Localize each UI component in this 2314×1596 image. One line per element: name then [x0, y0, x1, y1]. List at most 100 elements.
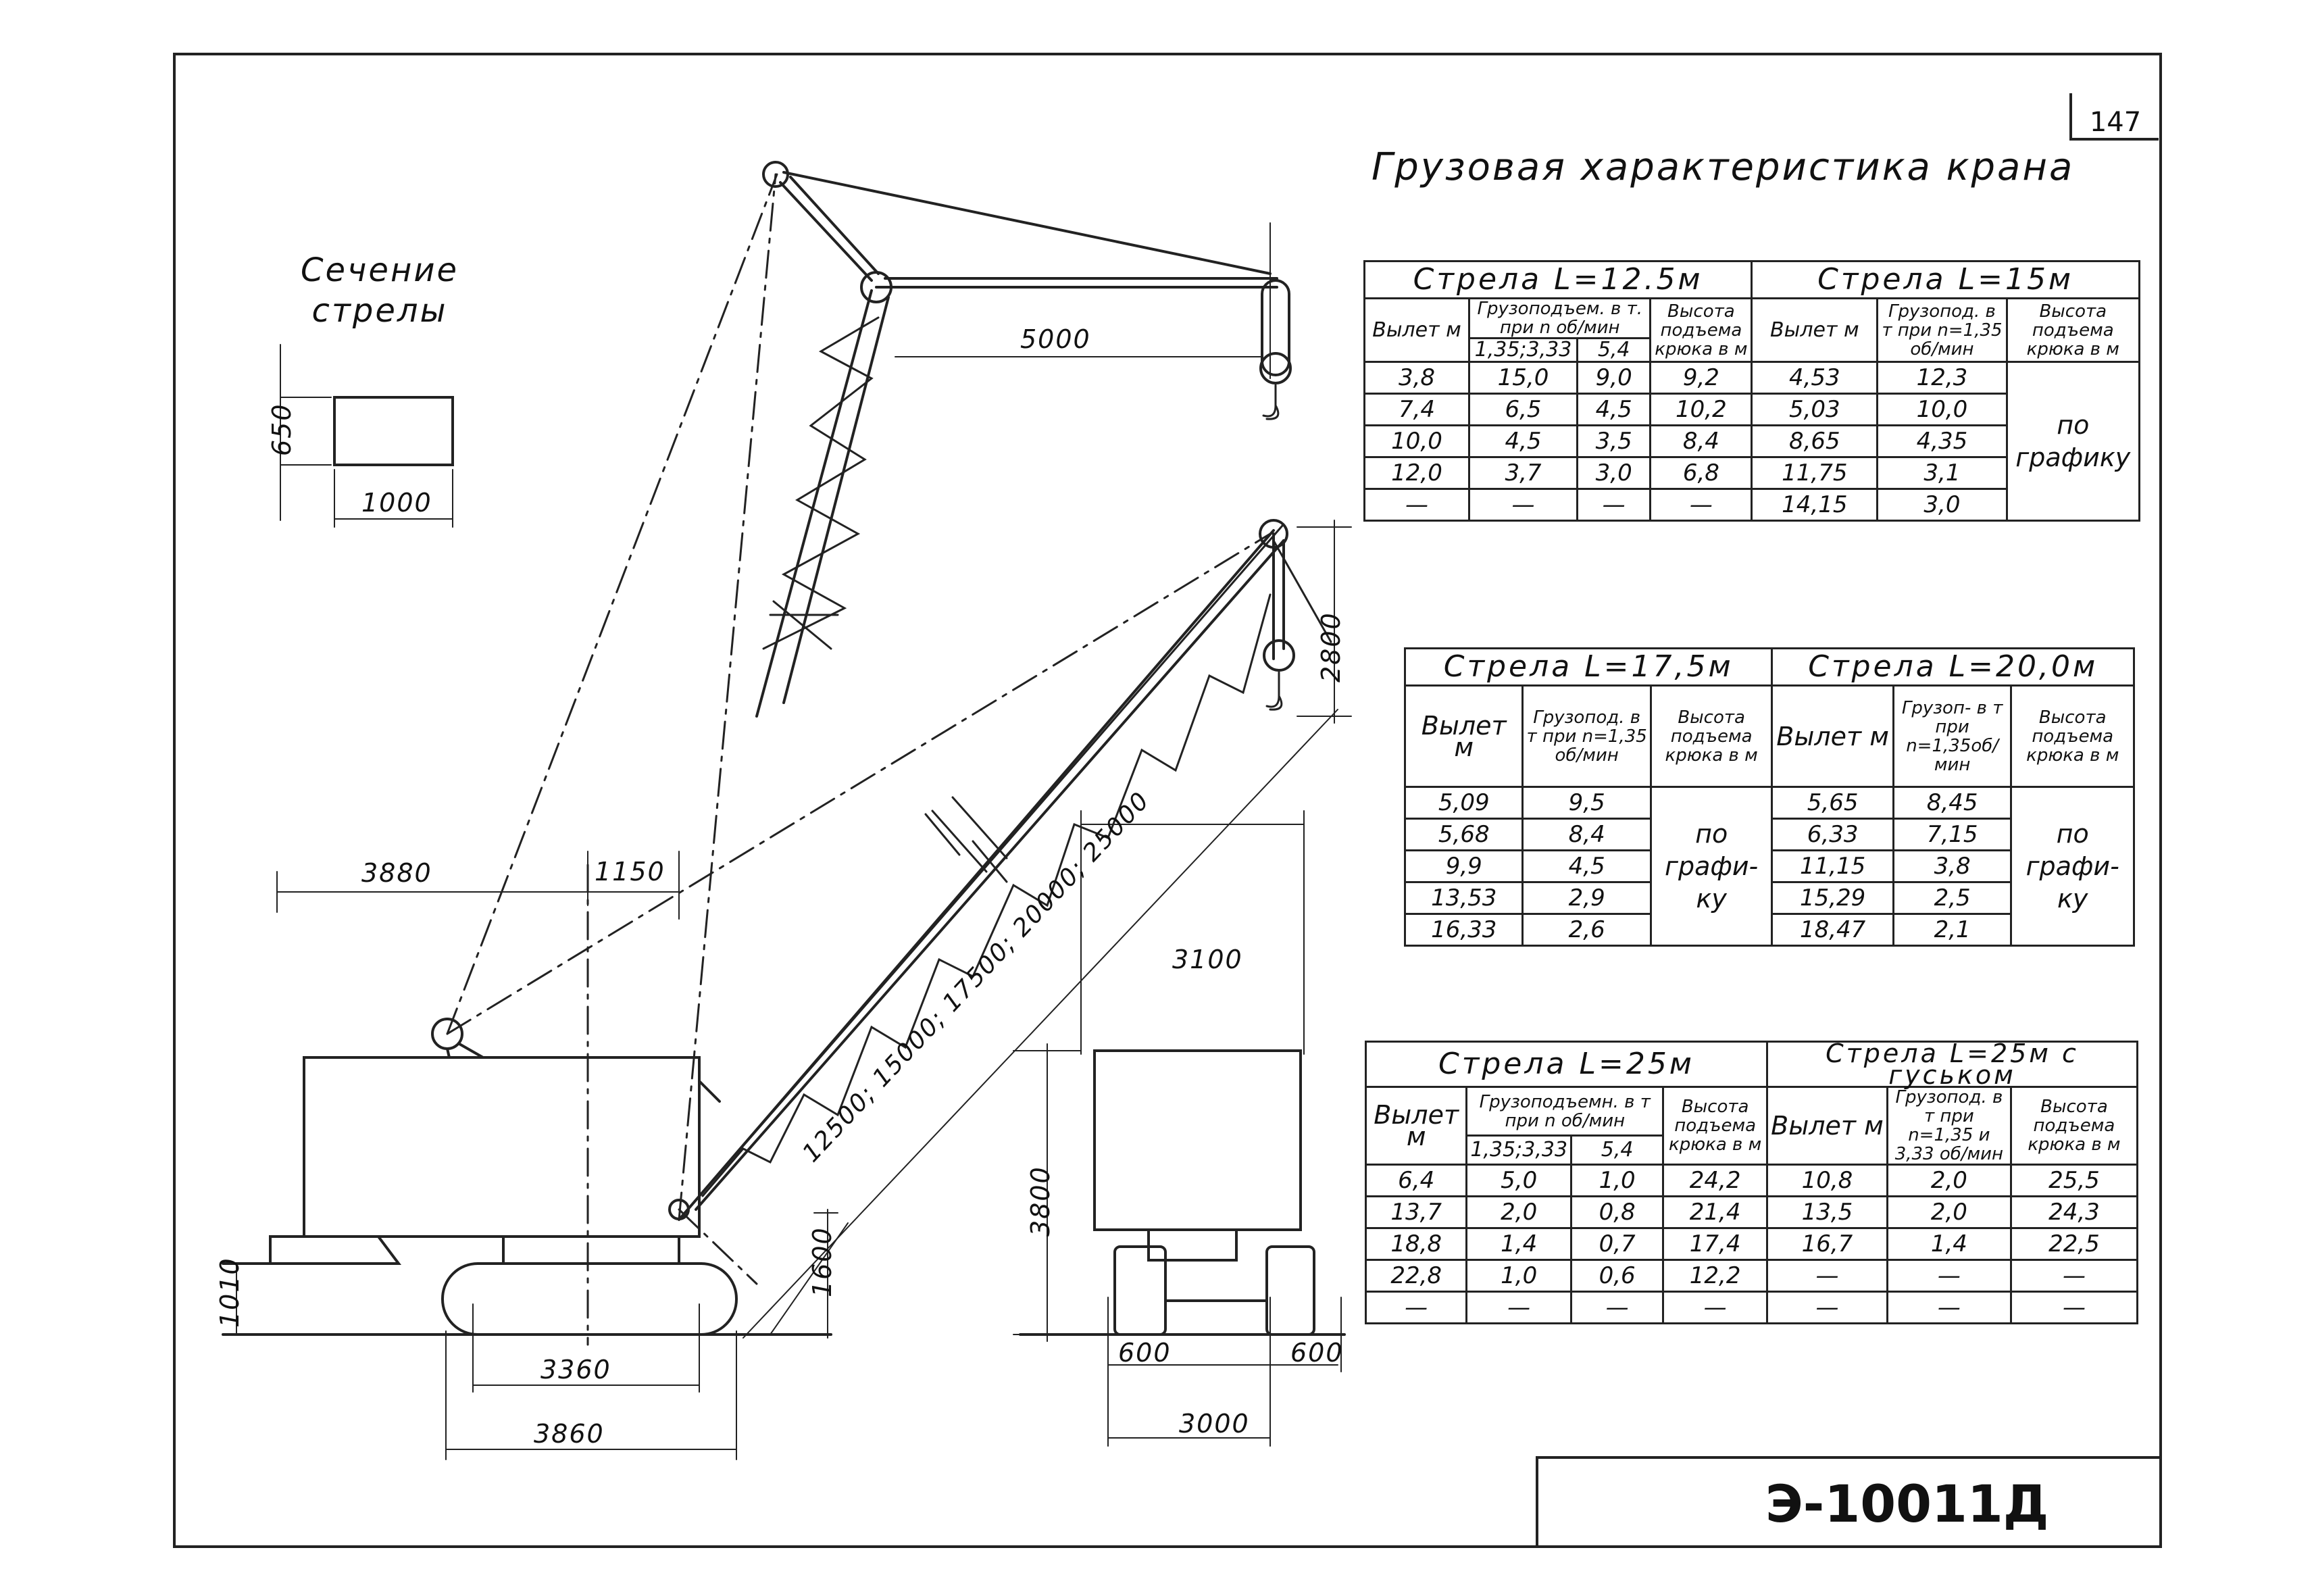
- cell: 10,0: [1876, 393, 2008, 426]
- col-reach-right: Вылет м: [1771, 684, 1894, 788]
- crane-body-side: [222, 1018, 738, 1336]
- cell: 13,7: [1364, 1195, 1468, 1229]
- cell: 7,4: [1363, 393, 1471, 426]
- cell: 24,2: [1662, 1164, 1769, 1197]
- col-height-right: Высота подъема крюка в м: [2005, 297, 2141, 363]
- cell: —: [1886, 1291, 2012, 1324]
- cell: —: [1570, 1291, 1665, 1324]
- cell: —: [2009, 1291, 2139, 1324]
- cell: 6,8: [1649, 456, 1753, 490]
- cell: 8,4: [1521, 818, 1652, 851]
- cell: 12,0: [1363, 456, 1471, 490]
- cell: —: [1766, 1259, 1888, 1293]
- cell: 18,8: [1364, 1227, 1468, 1261]
- load-table-17-20: Стрела L=17,5м Стрела L=20,0м Вылет м Гр…: [1403, 647, 2135, 947]
- by-graph-note-left: по графи- ку: [1649, 786, 1774, 947]
- dim-hook-height: 2800: [1316, 612, 1346, 682]
- by-graph-note-right: по графи- ку: [2010, 786, 2135, 947]
- boom-section-label: Сечение стрелы: [301, 251, 459, 330]
- dim-track-width-right: 600: [1290, 1338, 1344, 1368]
- dim-body-height: 3800: [1026, 1166, 1055, 1237]
- cell: —: [2009, 1259, 2139, 1293]
- dim-rear-radius: 3880: [361, 858, 432, 888]
- cell: 6,4: [1364, 1164, 1468, 1197]
- col-height: Высота подъема крюка в м: [1649, 297, 1753, 363]
- table-title-left: Стрела L=12.5м: [1363, 260, 1753, 299]
- cell: —: [1886, 1259, 2012, 1293]
- cell: —: [1576, 488, 1652, 522]
- page-title: Грузовая характеристика крана: [1372, 145, 2075, 189]
- cell: 8,4: [1649, 424, 1753, 458]
- cell: 13,5: [1766, 1195, 1888, 1229]
- col-reach-right: Вылет м: [1766, 1086, 1888, 1166]
- dim-boom-section-width: 1000: [361, 488, 432, 518]
- cell: 24,3: [2009, 1195, 2139, 1229]
- cell: —: [1363, 488, 1471, 522]
- cell: 9,0: [1576, 361, 1652, 395]
- col-reach: Вылет м: [1363, 297, 1471, 363]
- cell: 16,33: [1403, 913, 1524, 947]
- col-height-right: Высота подъема крюка в м: [2009, 1086, 2139, 1166]
- cell: 0,6: [1570, 1259, 1665, 1293]
- cell: 4,5: [1576, 393, 1652, 426]
- cell: —: [1766, 1291, 1888, 1324]
- cell: 8,65: [1751, 424, 1879, 458]
- cell: 5,09: [1403, 786, 1524, 820]
- cell: 4,35: [1876, 424, 2008, 458]
- cell: 6,33: [1771, 818, 1894, 851]
- col-load: Грузопод. в т при n=1,35 об/мин: [1521, 684, 1652, 788]
- dim-body-width: 3100: [1172, 945, 1243, 974]
- cell: 9,5: [1521, 786, 1652, 820]
- cell: 2,0: [1465, 1195, 1573, 1229]
- col-speed-1: 1,35;3,33: [1468, 337, 1578, 363]
- cell: 1,0: [1570, 1164, 1665, 1197]
- dim-pin-height: 1600: [807, 1226, 837, 1297]
- cell: 25,5: [2009, 1164, 2139, 1197]
- col-load: Грузоподъем. в т. при n об/мин: [1468, 297, 1652, 339]
- cell: —: [1468, 488, 1578, 522]
- load-table-25: Стрела L=25м Стрела L=25м с гуськом Выле…: [1364, 1041, 2139, 1324]
- dim-track-width-left: 600: [1118, 1338, 1172, 1368]
- cell: 14,15: [1751, 488, 1879, 522]
- cell: —: [1465, 1291, 1573, 1324]
- cell: 10,2: [1649, 393, 1753, 426]
- col-reach-right: Вылет м: [1751, 297, 1879, 363]
- cell: 11,75: [1751, 456, 1879, 490]
- cell: 18,47: [1771, 913, 1894, 947]
- crawler-track: [441, 1262, 738, 1336]
- cell: 13,53: [1403, 881, 1524, 915]
- cell: 21,4: [1662, 1195, 1769, 1229]
- cell: 3,8: [1892, 849, 2013, 883]
- cell: 3,8: [1363, 361, 1471, 395]
- cell: 9,9: [1403, 849, 1524, 883]
- cell: 3,7: [1468, 456, 1578, 490]
- cell: 15,29: [1771, 881, 1894, 915]
- cell: —: [1649, 488, 1753, 522]
- col-height: Высота подъема крюка в м: [1649, 684, 1774, 788]
- crane-front-view: [1093, 1049, 1315, 1336]
- by-graph-note: по графику: [2005, 361, 2141, 522]
- load-table-12-15: Стрела L=12.5м Стрела L=15м Вылет м Груз…: [1363, 260, 2141, 522]
- cell: 2,9: [1521, 881, 1652, 915]
- boom-rope-lines: [446, 173, 1272, 1346]
- cell: 8,45: [1892, 786, 2013, 820]
- col-height: Высота подъема крюка в м: [1662, 1086, 1769, 1166]
- cell: 22,5: [2009, 1227, 2139, 1261]
- cell: 2,6: [1521, 913, 1652, 947]
- col-height-right: Высота подъема крюка в м: [2010, 684, 2135, 788]
- cell: 2,0: [1886, 1164, 2012, 1197]
- cell: 9,2: [1649, 361, 1753, 395]
- table-title-left: Стрела L=17,5м: [1403, 647, 1774, 687]
- cell: 1,4: [1465, 1227, 1573, 1261]
- col-load-right: Грузопод. в т при n=1,35 об/мин: [1876, 297, 2008, 363]
- title-block: Э-10011Д: [1536, 1456, 2162, 1548]
- drawing-frame: [173, 53, 2162, 1548]
- cell: 6,5: [1468, 393, 1578, 426]
- boom-with-jib: [755, 161, 1292, 718]
- cell: 3,0: [1876, 488, 2008, 522]
- dim-boom-section-height: 650: [267, 403, 297, 456]
- col-reach: Вылет м: [1364, 1086, 1468, 1166]
- cell: 1,0: [1465, 1259, 1573, 1293]
- cell: 17,4: [1662, 1227, 1769, 1261]
- cell: 10,8: [1766, 1164, 1888, 1197]
